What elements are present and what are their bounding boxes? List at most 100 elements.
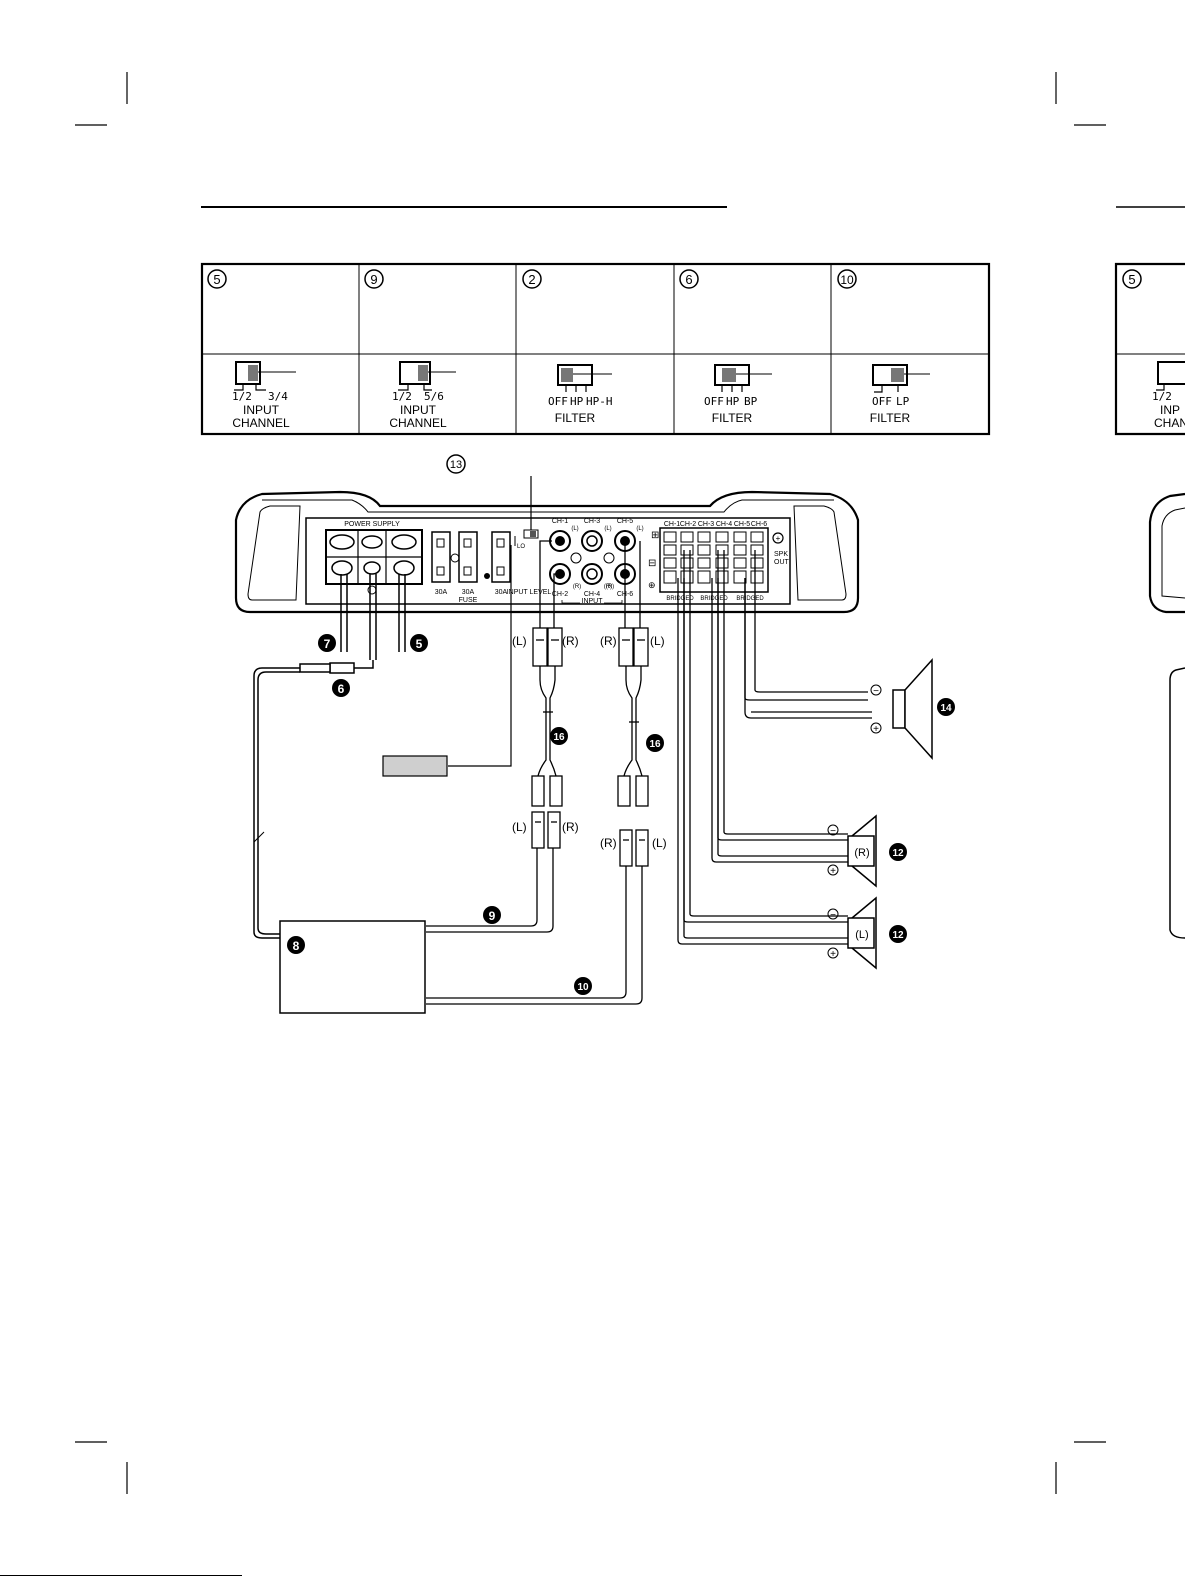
plus-icon: ⊞ [651, 530, 659, 541]
svg-text:8: 8 [293, 939, 300, 953]
svg-text:OFF: OFF [872, 395, 892, 408]
svg-text:FILTER: FILTER [712, 411, 753, 425]
svg-text:(L): (L) [855, 929, 868, 941]
svg-text:5: 5 [416, 637, 423, 651]
svg-text:+: + [873, 724, 879, 735]
svg-text:INPUT: INPUT [243, 403, 280, 417]
speaker-top: − + [870, 658, 933, 760]
svg-text:5: 5 [213, 272, 220, 287]
svg-text:1/2: 1/2 [392, 390, 412, 403]
svg-text:CH-1: CH-1 [664, 521, 680, 528]
switch-cell-1: 5 1/2 3/4 INPUT CHANNEL [207, 269, 296, 430]
remote-lead [382, 476, 532, 777]
callout-16b: 16 [646, 734, 664, 752]
svg-text:10: 10 [840, 273, 854, 287]
svg-text:3/4: 3/4 [268, 390, 288, 403]
svg-text:+: + [776, 534, 781, 543]
svg-text:CH-2: CH-2 [680, 521, 696, 528]
svg-text:+: + [830, 949, 836, 960]
svg-text:6: 6 [338, 682, 345, 696]
svg-text:−: − [830, 826, 836, 837]
svg-text:30A: 30A [462, 589, 475, 596]
svg-text:(L): (L) [571, 526, 578, 532]
svg-text:BRIDGED: BRIDGED [666, 596, 694, 602]
svg-text:POWER SUPPLY: POWER SUPPLY [344, 521, 400, 528]
svg-text:9: 9 [370, 272, 377, 287]
svg-text:INP: INP [1160, 403, 1180, 417]
rca-cables-rear [426, 541, 649, 1005]
svg-text:9: 9 [489, 909, 496, 923]
switch-cell-4: 6 OFF HP BP FILTER [679, 269, 772, 425]
callout-6: 6 [332, 679, 350, 697]
remote-unit-box [382, 755, 448, 777]
callout-5: 5 [410, 634, 428, 652]
svg-text:SPK: SPK [774, 551, 788, 558]
svg-text:LO: LO [517, 544, 525, 550]
svg-text:FUSE: FUSE [459, 597, 478, 604]
svg-text:(R): (R) [562, 634, 579, 648]
svg-text:LP: LP [896, 395, 910, 408]
svg-text:CHAN: CHAN [1154, 416, 1185, 430]
svg-text:INPUT: INPUT [582, 598, 604, 605]
switch-cell-2: 9 1/2 5/6 INPUT CHANNEL [364, 269, 456, 430]
svg-text:(R): (R) [600, 836, 617, 850]
svg-text:⊕: ⊕ [648, 580, 656, 590]
svg-text:(L): (L) [636, 526, 643, 532]
callout-12b: 12 [889, 925, 907, 943]
switch-cell-5: 10 OFF LP FILTER [837, 269, 930, 425]
callout-8: 8 [287, 936, 305, 954]
callout-13: 13 [446, 454, 466, 474]
svg-text:30A: 30A [495, 589, 508, 596]
svg-text:10: 10 [577, 982, 589, 993]
svg-text:(L): (L) [650, 634, 665, 648]
rca-labels: (L) (R) (R) (L) (L) (R) (R) (L) [512, 634, 667, 850]
svg-text:OFF: OFF [704, 395, 724, 408]
svg-text:−: − [830, 910, 836, 921]
svg-text:(L): (L) [512, 820, 527, 834]
svg-text:CH-2: CH-2 [552, 591, 568, 598]
speaker-right: (R) − + [827, 814, 877, 888]
svg-text:+: + [830, 866, 836, 877]
svg-text:BRIDGED: BRIDGED [736, 596, 764, 602]
fuse-block: 30A 30A FUSE 30A [431, 531, 511, 604]
callout-14: 14 [937, 698, 955, 716]
callout-10: 10 [574, 977, 592, 995]
svg-text:INPUT: INPUT [400, 403, 437, 417]
svg-text:(L): (L) [604, 526, 611, 532]
switch-table: 5 1/2 3/4 INPUT CHANNEL 9 1/2 5/6 INPUT … [200, 262, 991, 436]
svg-text:7: 7 [324, 637, 331, 651]
svg-text:12: 12 [892, 848, 904, 859]
speaker-left: (L) − + [827, 896, 877, 970]
svg-text:14: 14 [940, 703, 952, 714]
power-cables [253, 574, 406, 939]
svg-text:CHANNEL: CHANNEL [232, 416, 290, 430]
svg-text:FILTER: FILTER [870, 411, 911, 425]
svg-text:HP: HP [570, 395, 584, 408]
svg-text:CH-3: CH-3 [584, 518, 600, 525]
svg-text:BP: BP [744, 395, 758, 408]
svg-text:2: 2 [528, 272, 535, 287]
svg-text:(L): (L) [512, 634, 527, 648]
svg-text:13: 13 [450, 459, 462, 471]
svg-text:−: − [873, 686, 879, 697]
switch-cell-3: 2 OFF HP HP-H FILTER [522, 269, 613, 425]
svg-text:1/2: 1/2 [1152, 390, 1172, 403]
svg-text:OUT: OUT [774, 559, 790, 566]
svg-text:BRIDGED: BRIDGED [700, 596, 728, 602]
power-supply-block: POWER SUPPLY [325, 521, 423, 595]
svg-text:HP-H: HP-H [586, 395, 613, 408]
svg-text:5/6: 5/6 [424, 390, 444, 403]
rca-input-panel: CH-1 CH-3 CH-5 (L) (L) (L) (R) (R) (R) C… [549, 518, 659, 605]
svg-text:CH-5: CH-5 [734, 521, 750, 528]
svg-text:(R): (R) [854, 847, 869, 859]
svg-text:6: 6 [685, 272, 692, 287]
svg-text:12: 12 [892, 930, 904, 941]
svg-text:(L): (L) [652, 836, 667, 850]
svg-text:OFF: OFF [548, 395, 568, 408]
minus-icon: ⊟ [648, 558, 656, 569]
svg-text:CH-5: CH-5 [617, 518, 633, 525]
svg-text:CHANNEL: CHANNEL [389, 416, 447, 430]
svg-text:16: 16 [649, 739, 661, 750]
speaker-wires [677, 550, 872, 945]
